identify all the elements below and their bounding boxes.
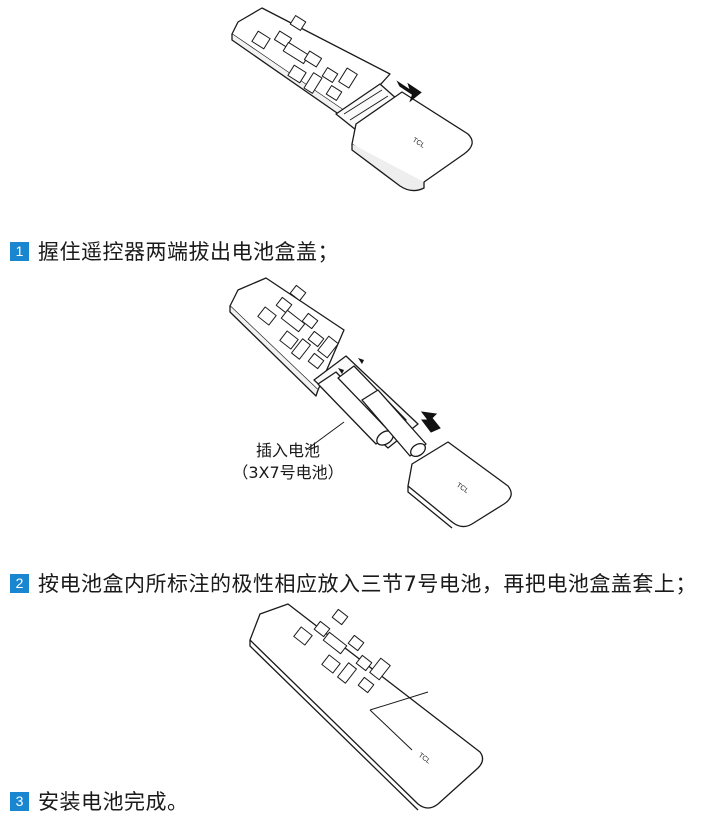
callout-leader [305, 421, 345, 451]
source-button [357, 676, 375, 694]
small-arrow-icon [338, 358, 364, 374]
home-button [293, 626, 313, 646]
home-button [251, 30, 271, 50]
up-button [313, 620, 331, 638]
back-button [279, 330, 299, 350]
ok-button [280, 309, 306, 333]
pre-button [369, 657, 391, 681]
callout-insert-battery: 插入电池 （3X7号电池） [232, 440, 344, 484]
pull-arrow-icon [396, 80, 422, 103]
step-3: 3 安装电池完成。 [10, 786, 189, 816]
ok-button [322, 631, 348, 655]
insert-arrow-icon [420, 411, 441, 433]
menu-button [301, 312, 319, 330]
battery-3 [361, 389, 427, 457]
power-button [331, 608, 349, 626]
callout-line-2: （3X7号电池） [232, 463, 344, 482]
source-button [325, 85, 343, 101]
callout-line-1: 插入电池 [255, 441, 320, 460]
volume-button [303, 72, 323, 94]
step-2-text: 按电池盒内所标注的极性相应放入三节7号电池，再把电池盒盖套上； [38, 572, 697, 596]
mic-button [355, 654, 373, 672]
step-2: 2 按电池盒内所标注的极性相应放入三节7号电池，再把电池盒盖套上； [10, 568, 697, 598]
volume-button [337, 662, 357, 684]
back-button [321, 654, 341, 674]
menu-button [347, 634, 365, 652]
step-1-text: 握住遥控器两端拔出电池盒盖； [38, 240, 339, 264]
volume-button [291, 338, 311, 360]
step-3-badge: 3 [10, 791, 29, 811]
step-3-text: 安装电池完成。 [38, 790, 189, 814]
mic-button [307, 330, 325, 348]
remote-body [249, 603, 484, 809]
power-button [289, 284, 307, 302]
source-button [307, 352, 325, 370]
pre-button [338, 67, 358, 89]
battery-cover [407, 441, 512, 528]
figure-remove-cover: TCL [231, 7, 473, 192]
back-button [287, 64, 307, 84]
menu-button [303, 50, 323, 68]
step-2-badge: 2 [10, 573, 29, 593]
figure-assembled-remote: TCL [249, 603, 484, 811]
power-button [289, 15, 307, 31]
step-1: 1 握住遥控器两端拔出电池盒盖； [10, 236, 339, 266]
pre-button [317, 335, 339, 359]
home-button [257, 306, 277, 326]
up-button [275, 296, 293, 314]
figure-insert-batteries: TCL [229, 277, 512, 529]
step-1-badge: 1 [10, 241, 29, 261]
mic-button [321, 67, 339, 83]
